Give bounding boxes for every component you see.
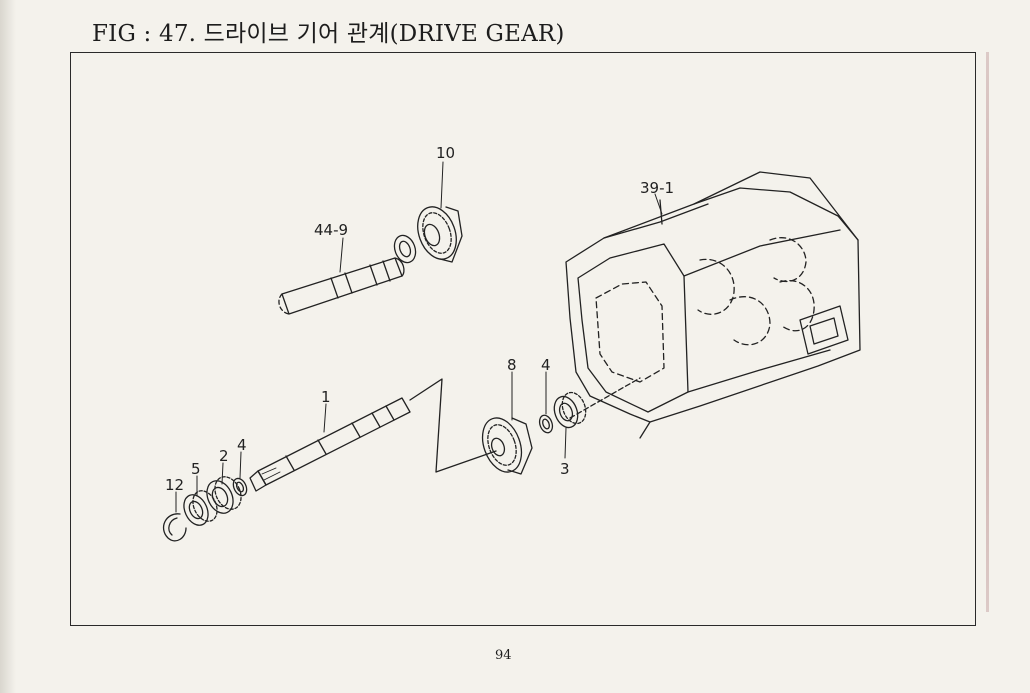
ring-near-shaft xyxy=(393,234,417,264)
callout-12: 12 xyxy=(165,476,184,494)
callout-39-1: 39-1 xyxy=(640,179,674,197)
shaft-44-9 xyxy=(278,257,405,315)
callout-3: 3 xyxy=(560,460,570,478)
diagram-frame xyxy=(70,52,976,626)
callout-1: 1 xyxy=(321,388,331,406)
scan-edge-shadow xyxy=(0,0,16,693)
callout-4-left: 4 xyxy=(237,436,247,454)
page-number: 94 xyxy=(495,648,512,663)
page-edge-tint xyxy=(986,52,989,612)
main-shaft-1 xyxy=(249,397,411,492)
leader-lines xyxy=(175,161,663,513)
callout-2: 2 xyxy=(219,447,229,465)
callout-5: 5 xyxy=(191,460,201,478)
callout-10: 10 xyxy=(436,144,455,162)
ring-12 xyxy=(163,513,187,542)
gear-10 xyxy=(417,206,463,263)
snap-ring-4-left xyxy=(232,477,248,497)
transmission-housing-39-1 xyxy=(565,171,861,439)
collar-5 xyxy=(183,490,218,526)
callout-8: 8 xyxy=(507,356,517,374)
bearing-3 xyxy=(553,391,587,429)
gear-8 xyxy=(481,417,533,475)
callout-44-9: 44-9 xyxy=(314,221,348,239)
assembly-lines xyxy=(409,377,641,473)
snap-ring-4-right xyxy=(538,414,554,434)
callout-4-right: 4 xyxy=(541,356,551,374)
figure-title: FIG : 47. 드라이브 기어 관계(DRIVE GEAR) xyxy=(92,21,565,47)
